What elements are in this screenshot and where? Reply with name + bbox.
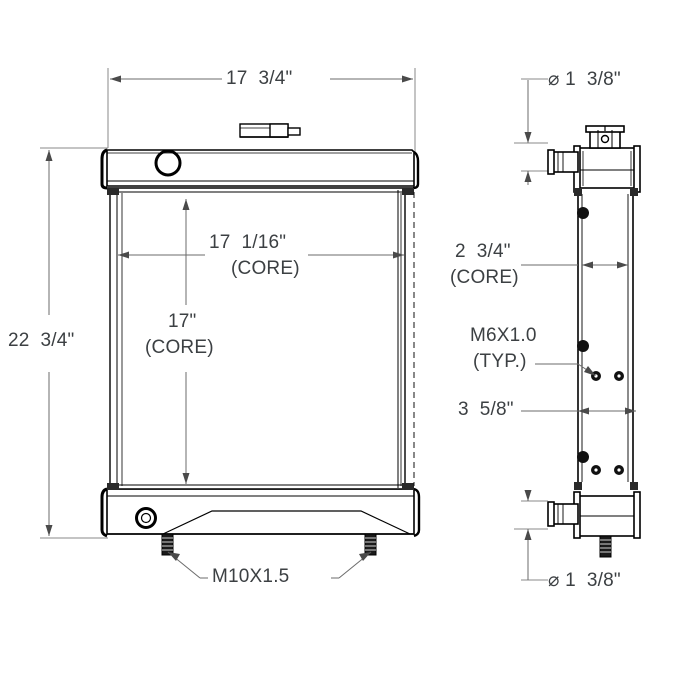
callout-stud-thread: M10X1.5 [212,566,290,587]
callout-mount-thread: M6X1.0 [470,325,537,346]
dimension-core-height: 17" [168,311,197,332]
dimension-core-depth: 2 3/4" [455,241,511,262]
dimension-inlet-diameter: ⌀ 1 3/8" [548,69,621,90]
dimension-core-depth-note: (CORE) [450,267,519,288]
dimension-outlet-diameter: ⌀ 1 3/8" [548,570,621,591]
callout-mount-thread-note: (TYP.) [473,351,527,372]
side-view-geometry [514,78,641,581]
front-view-geometry [40,68,421,579]
dimension-overall-width: 17 3/4" [226,68,293,89]
dimension-core-width: 17 1/16" [209,232,287,253]
dimension-overall-height: 22 3/4" [8,330,75,351]
dimension-core-width-note: (CORE) [231,258,300,279]
dimension-overall-depth: 3 5/8" [458,399,514,420]
dimension-core-height-note: (CORE) [145,337,214,358]
